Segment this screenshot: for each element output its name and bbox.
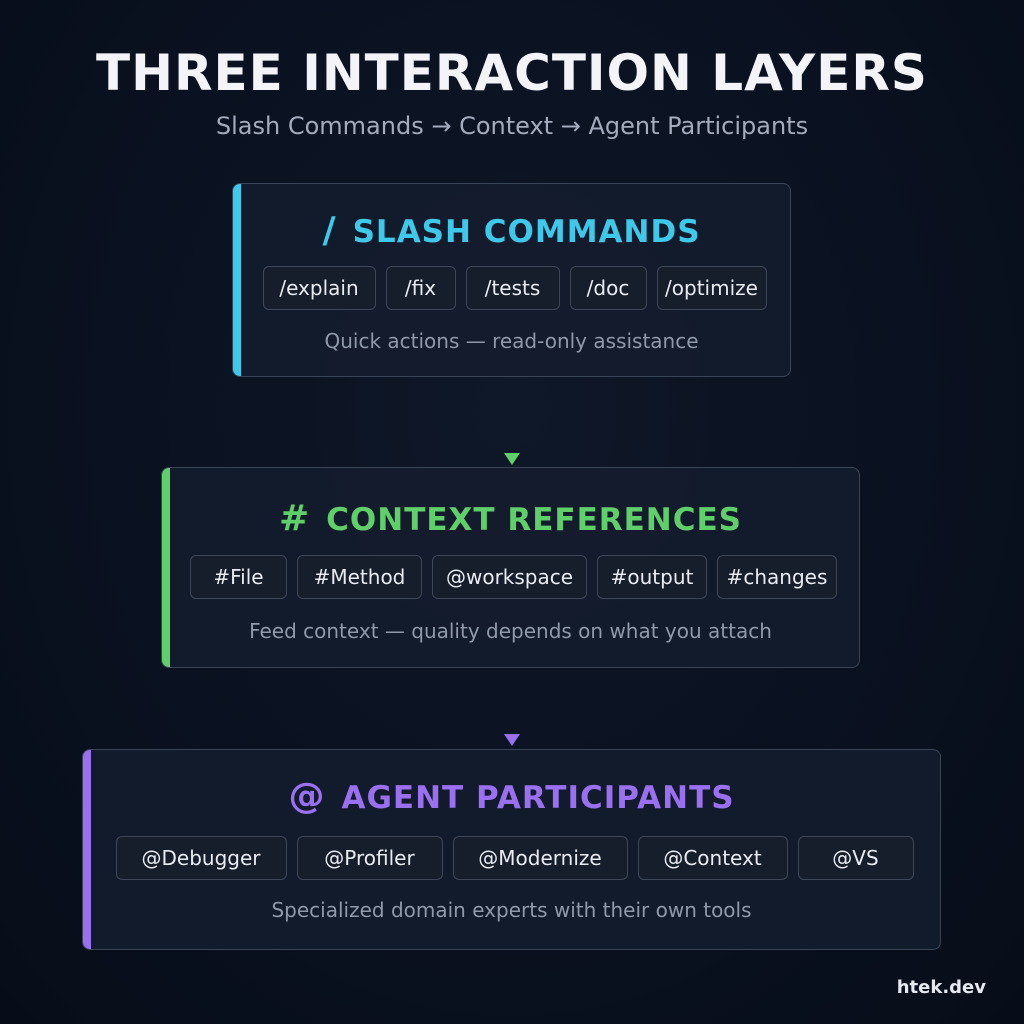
agent-participants-panel: @ AGENT PARTICIPANTS @Debugger @Profiler … xyxy=(82,749,941,950)
slash-commands-panel: / SLASH COMMANDS /explain /fix /tests /do… xyxy=(232,183,791,377)
chip-optimize[interactable]: /optimize xyxy=(656,266,767,310)
slash-command-chips: /explain /fix /tests /doc /optimize xyxy=(233,266,790,310)
chip-file[interactable]: #File xyxy=(190,555,287,599)
context-references-description: Feed context — quality depends on what y… xyxy=(249,619,772,643)
page-subtitle: Slash Commands → Context → Agent Partici… xyxy=(215,112,809,140)
agent-participants-title: AGENT PARTICIPANTS xyxy=(341,780,735,816)
agent-participants-heading: @ AGENT PARTICIPANTS xyxy=(83,776,940,817)
at-icon: @ xyxy=(288,776,326,817)
chip-changes[interactable]: #changes xyxy=(717,555,837,599)
context-accent-bar xyxy=(162,468,170,667)
arrow-down-icon xyxy=(504,377,520,465)
hash-icon: # xyxy=(278,498,311,539)
slash-icon: / xyxy=(322,210,337,251)
slash-accent-bar xyxy=(233,184,241,376)
chip-explain[interactable]: /explain xyxy=(262,266,376,310)
context-references-heading: # CONTEXT REFERENCES xyxy=(162,498,859,539)
page-title: THREE INTERACTION LAYERS xyxy=(96,44,928,102)
chip-fix[interactable]: /fix xyxy=(385,266,456,310)
chip-context[interactable]: @Context xyxy=(637,836,788,880)
context-references-title: CONTEXT REFERENCES xyxy=(326,502,743,538)
slash-commands-description: Quick actions — read-only assistance xyxy=(324,329,699,353)
chip-doc[interactable]: /doc xyxy=(569,266,647,310)
agent-participants-description: Specialized domain experts with their ow… xyxy=(271,898,752,922)
chip-modernize[interactable]: @Modernize xyxy=(452,836,628,880)
chip-workspace[interactable]: @workspace xyxy=(432,555,587,599)
chip-debugger[interactable]: @Debugger xyxy=(115,836,287,880)
chip-profiler[interactable]: @Profiler xyxy=(296,836,443,880)
slash-commands-title: SLASH COMMANDS xyxy=(352,214,701,250)
chip-method[interactable]: #Method xyxy=(297,555,422,599)
chip-output[interactable]: #output xyxy=(597,555,707,599)
chip-tests[interactable]: /tests xyxy=(465,266,560,310)
slash-commands-heading: / SLASH COMMANDS xyxy=(233,210,790,251)
arrow-down-icon xyxy=(504,668,520,746)
site-watermark: htek.dev xyxy=(896,977,986,998)
chip-vs[interactable]: @VS xyxy=(797,836,914,880)
agent-accent-bar xyxy=(83,750,91,949)
context-references-panel: # CONTEXT REFERENCES #File #Method @works… xyxy=(161,467,860,668)
context-reference-chips: #File #Method @workspace #output #change… xyxy=(162,555,859,599)
agent-participant-chips: @Debugger @Profiler @Modernize @Context … xyxy=(83,836,940,880)
